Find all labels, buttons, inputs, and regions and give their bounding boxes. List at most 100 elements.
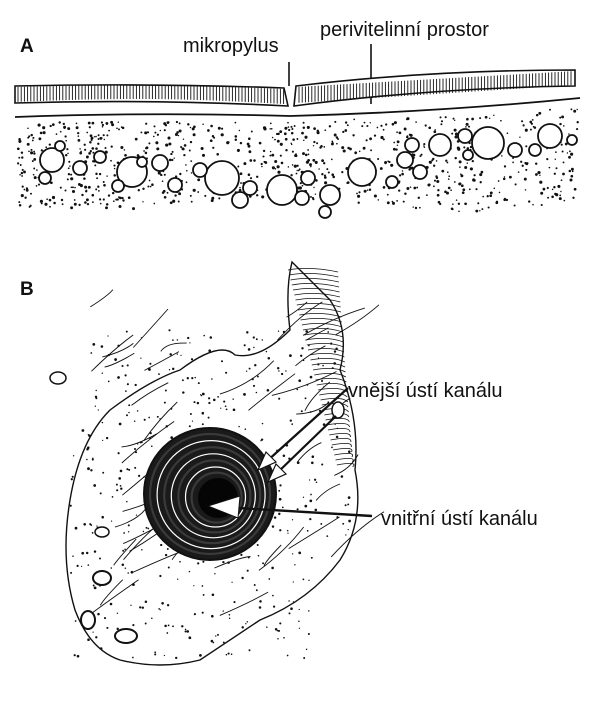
yolk-dot <box>535 162 538 165</box>
yolk-dot <box>101 126 104 128</box>
yolk-vesicle <box>54 140 66 152</box>
tissue-dot <box>93 586 97 590</box>
canal-ring <box>148 432 272 556</box>
yolk-dot <box>368 188 372 191</box>
tissue-dot <box>222 610 224 612</box>
tissue-hatch-line <box>90 289 114 308</box>
tissue-dot <box>126 468 129 471</box>
yolk-dot <box>30 192 32 195</box>
yolk-dot <box>84 185 88 189</box>
tissue-dot <box>333 350 337 353</box>
yolk-dot <box>448 175 451 178</box>
tissue-dot <box>315 481 318 483</box>
tissue-dot <box>87 434 89 436</box>
yolk-dot <box>505 198 509 202</box>
tissue-dot <box>300 410 303 413</box>
yolk-dot <box>377 157 380 161</box>
tissue-dot <box>253 346 255 349</box>
tissue-hatch-line <box>311 363 346 368</box>
yolk-dot <box>312 145 315 147</box>
yolk-dot <box>50 181 53 185</box>
yolk-dot <box>382 138 385 141</box>
tissue-dot <box>166 604 170 607</box>
tissue-dot <box>188 425 191 428</box>
tissue-dot <box>202 593 205 596</box>
yolk-dot <box>301 184 304 187</box>
yolk-dot <box>562 161 565 164</box>
panel-a: A mikropylus perivitelinní prostor <box>14 19 581 219</box>
yolk-dot <box>309 163 312 167</box>
yolk-dot <box>313 186 315 189</box>
yolk-dot <box>79 151 83 155</box>
yolk-dot <box>514 183 517 186</box>
yolk-dot <box>439 202 442 206</box>
tissue-dot <box>266 388 270 392</box>
yolk-dot <box>172 199 176 203</box>
yolk-dot <box>122 199 125 202</box>
yolk-dot <box>419 206 421 209</box>
yolk-dot <box>67 152 69 155</box>
tissue-hatch-line <box>300 318 342 323</box>
yolk-dot <box>35 185 38 187</box>
yolk-dot <box>341 171 344 174</box>
tissue-dot <box>95 397 98 400</box>
yolk-dot <box>439 116 442 119</box>
yolk-dot <box>221 127 224 130</box>
yolk-dot <box>376 126 379 129</box>
tissue-dot <box>69 504 72 507</box>
tissue-dot <box>322 423 326 426</box>
tissue-dot <box>255 338 258 341</box>
yolk-dot <box>475 188 478 191</box>
tissue-hatch-line <box>310 358 345 363</box>
tissue-dot <box>302 578 305 581</box>
tissue-dot <box>167 624 170 627</box>
tissue-dot <box>96 525 98 527</box>
yolk-dot <box>480 170 484 174</box>
tissue-dot <box>188 570 191 573</box>
yolk-vesicle <box>93 150 107 164</box>
yolk-dot <box>386 193 389 196</box>
yolk-dot <box>59 186 62 189</box>
yolk-dot <box>261 165 263 168</box>
yolk-dot <box>471 159 474 163</box>
yolk-dot <box>369 137 372 141</box>
yolk-dot <box>124 153 127 157</box>
micropylar-canal <box>143 427 277 561</box>
tissue-dot <box>268 578 271 580</box>
tissue-dot <box>255 589 258 592</box>
tissue-hatch-line <box>123 528 154 545</box>
yolk-vesicle <box>192 162 208 178</box>
yolk-dot <box>479 117 482 120</box>
yolk-dot <box>102 180 105 184</box>
yolk-dot <box>296 164 299 167</box>
yolk-dot <box>522 124 525 127</box>
yolk-vesicle <box>462 149 474 161</box>
tissue-dot <box>298 551 302 555</box>
yolk-dot <box>210 124 213 128</box>
yolk-dot <box>531 119 534 121</box>
tissue-dot <box>191 420 194 422</box>
yolk-dot <box>384 161 388 164</box>
yolk-dot <box>401 170 404 172</box>
yolk-dot <box>555 151 557 153</box>
yolk-dot <box>176 131 179 134</box>
yolk-dot <box>118 196 122 200</box>
tissue-dot <box>124 567 127 569</box>
yolk-dot <box>487 206 490 209</box>
inner-opening-arrowhead <box>206 495 241 519</box>
yolk-dot <box>366 124 369 128</box>
yolk-dot <box>156 133 160 136</box>
tissue-dot <box>126 414 128 417</box>
yolk-dot <box>274 168 277 170</box>
yolk-dot <box>570 174 574 178</box>
small-vesicle <box>114 628 138 644</box>
tissue-dot <box>232 408 236 412</box>
yolk-dot <box>291 127 294 131</box>
yolk-dot <box>188 149 191 152</box>
yolk-dot <box>315 179 318 182</box>
yolk-dot <box>454 156 457 160</box>
yolk-dot <box>342 130 345 134</box>
tissue-dot <box>265 350 268 353</box>
yolk-dot <box>489 191 493 195</box>
yolk-dot <box>433 164 436 167</box>
